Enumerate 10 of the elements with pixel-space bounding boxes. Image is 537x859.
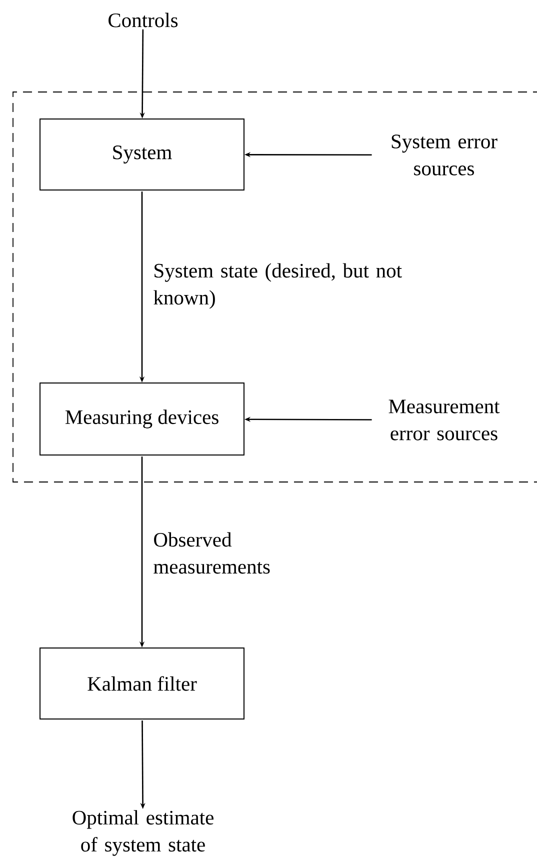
text-label: Controls	[108, 12, 178, 28]
process-box: Kalman filter	[40, 648, 244, 720]
edge-label: System state (desired, but not known)	[154, 263, 402, 309]
text-label: Measurement error sources	[388, 400, 500, 440]
process-box: Measuring devices	[40, 382, 244, 456]
text-label: Optimal estimate of system state	[72, 810, 214, 856]
text-label: System error sources	[392, 134, 498, 176]
process-box: System	[40, 118, 244, 190]
edge-label: Observed measurements	[154, 532, 270, 574]
dashed-frame	[12, 92, 537, 482]
